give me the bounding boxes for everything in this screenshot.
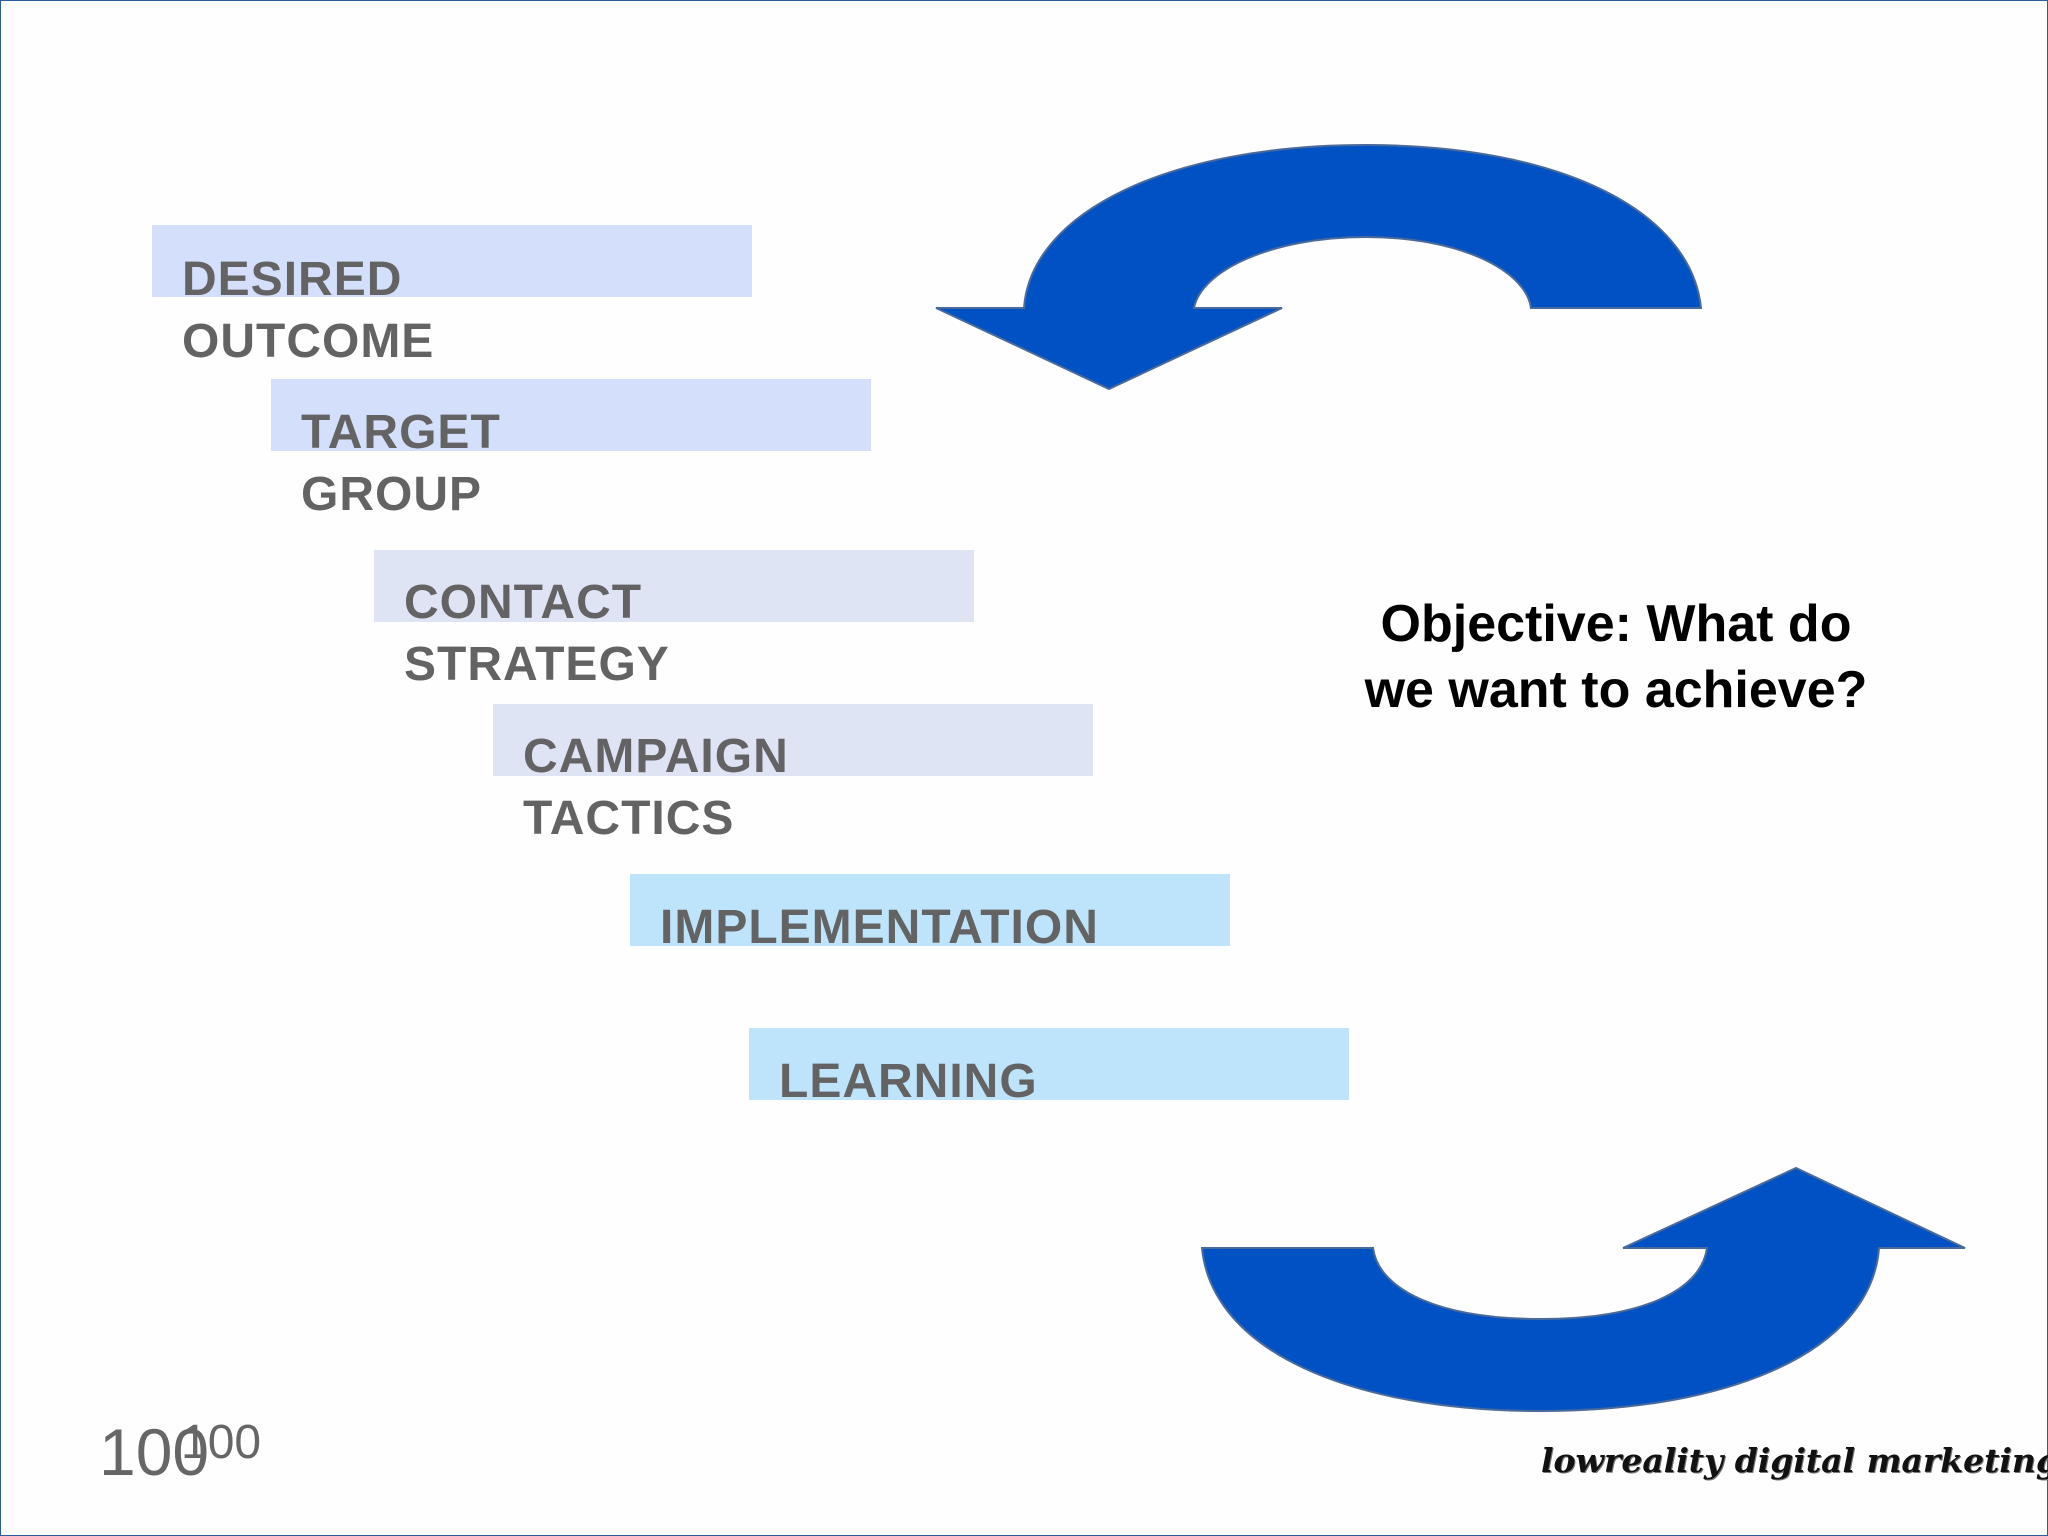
top-curved-arrow-icon	[935, 143, 1703, 391]
step-label-learning: LEARNING	[779, 1051, 1038, 1113]
objective-line: we want to achieve?	[1364, 661, 1868, 719]
step-label-desired-outcome: DESIRED OUTCOME	[182, 249, 434, 373]
step-bar-desired-outcome	[152, 225, 752, 297]
objective-line: Objective: What do	[1380, 595, 1852, 653]
step-line: STRATEGY	[404, 638, 670, 691]
step-line: DESIRED	[182, 253, 403, 306]
step-bar-learning	[749, 1028, 1349, 1100]
step-label-implementation: IMPLEMENTATION	[660, 897, 1099, 959]
step-label-target-group: TARGET GROUP	[301, 402, 501, 526]
step-bar-campaign-tactics	[493, 704, 1093, 776]
step-bar-contact-strategy	[374, 550, 974, 622]
page-number-overlay: 100	[181, 1416, 262, 1469]
step-bar-implementation	[630, 874, 1230, 946]
company-logo: lowreality digital marketing	[1541, 1441, 2048, 1480]
step-line: IMPLEMENTATION	[660, 901, 1099, 954]
step-line: LEARNING	[779, 1055, 1038, 1108]
step-line: GROUP	[301, 468, 483, 521]
page-number: 100	[99, 1415, 210, 1489]
step-label-campaign-tactics: CAMPAIGN TACTICS	[523, 726, 789, 850]
step-line: TACTICS	[523, 792, 735, 845]
step-line: TARGET	[301, 406, 501, 459]
step-line: OUTCOME	[182, 315, 435, 368]
step-line: CAMPAIGN	[523, 730, 789, 783]
step-label-contact-strategy: CONTACT STRATEGY	[404, 572, 670, 696]
step-line: CONTACT	[404, 576, 643, 629]
bottom-curved-arrow-icon	[1200, 1166, 1966, 1413]
step-bar-target-group	[271, 379, 871, 451]
objective-text: Objective: What do we want to achieve?	[1311, 591, 1921, 723]
